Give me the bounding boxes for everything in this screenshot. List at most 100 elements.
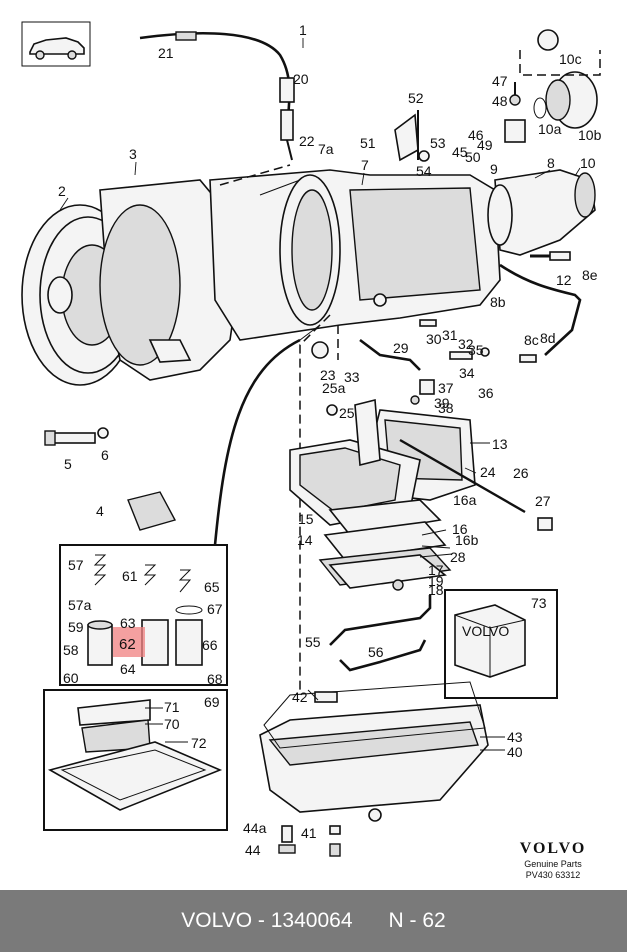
part-label-32: 32 [458, 336, 474, 352]
part-label-33: 33 [344, 369, 360, 385]
manual-lever [311, 338, 421, 467]
part-label-50: 50 [465, 149, 481, 165]
rod-end [537, 517, 553, 531]
part-label-68: 68 [207, 671, 223, 687]
part-label-69: 69 [204, 694, 220, 710]
part-label-9: 9 [490, 161, 498, 177]
kit-box-logo: VOLVO [462, 623, 509, 639]
leader-lines [59, 38, 581, 751]
transmission-case [209, 169, 501, 341]
part-label-61: 61 [122, 568, 138, 584]
part-label-28: 28 [450, 549, 466, 565]
selector-bracket [394, 110, 430, 162]
part-label-36: 36 [478, 385, 494, 401]
part-label-1: 1 [299, 22, 307, 38]
part-label-52: 52 [408, 90, 424, 106]
part-label-2: 2 [58, 183, 66, 199]
part-label-8c: 8c [524, 332, 539, 348]
publication-number: 63312 [555, 870, 581, 880]
brand-subtitle: Genuine Parts [524, 859, 582, 869]
extension-housing [487, 169, 596, 256]
part-label-10: 10 [580, 155, 596, 171]
part-label-10b: 10b [578, 127, 602, 143]
publication-code: PV430 63312 [498, 870, 608, 880]
part-label-66: 66 [202, 637, 218, 653]
converter-housing [99, 179, 241, 381]
part-label-55: 55 [305, 634, 321, 650]
part-label-54: 54 [416, 163, 432, 179]
footer-position-ref: N - 62 [388, 909, 446, 932]
part-label-30: 30 [426, 331, 442, 347]
part-label-5: 5 [64, 456, 72, 472]
manual-valve-rod [399, 438, 526, 514]
part-label-37: 37 [438, 380, 454, 396]
part-label-45: 45 [452, 144, 468, 160]
part-label-7: 7 [361, 157, 369, 173]
part-label-49: 49 [477, 137, 493, 153]
part-label-15: 15 [298, 511, 314, 527]
part-label-51: 51 [360, 135, 376, 151]
part-label-27: 27 [535, 493, 551, 509]
part-label-3: 3 [129, 146, 137, 162]
part-label-16: 16 [452, 521, 468, 537]
part-label-46: 46 [468, 127, 484, 143]
oil-pan [259, 681, 489, 822]
part-label-10c: 10c [559, 51, 582, 67]
part-label-10a: 10a [538, 121, 562, 137]
part-label-65: 65 [204, 579, 220, 595]
part-label-48: 48 [492, 93, 508, 109]
filler-tube [213, 338, 301, 546]
part-label-41: 41 [301, 825, 317, 841]
part-label-26: 26 [513, 465, 529, 481]
part-label-16b: 16b [455, 532, 479, 548]
accumulator-inset [59, 544, 228, 686]
part-label-25: 25 [339, 405, 355, 421]
part-label-44: 44 [245, 842, 261, 858]
part-label-24: 24 [480, 464, 496, 480]
drain-bolts [278, 825, 341, 857]
part-label-23: 23 [320, 367, 336, 383]
part-label-67: 67 [207, 601, 223, 617]
part-label-40: 40 [507, 744, 523, 760]
output-flange [519, 29, 601, 129]
inspection-cover [127, 491, 177, 531]
part-label-25a: 25a [322, 380, 346, 396]
cooler-line [499, 263, 582, 356]
part-label-14: 14 [297, 532, 313, 548]
part-label-34: 34 [459, 365, 475, 381]
part-label-57: 57 [68, 557, 84, 573]
part-label-13: 13 [492, 436, 508, 452]
part-label-8e: 8e [582, 267, 598, 283]
highlighted-part-marker [113, 627, 145, 657]
brand-block: VOLVO Genuine Parts PV430 63312 [498, 840, 608, 880]
part-label-57a: 57a [68, 597, 92, 613]
repair-kit-inset: VOLVO [444, 589, 558, 699]
part-label-44a: 44a [243, 820, 267, 836]
part-label-56: 56 [368, 644, 384, 660]
part-label-12: 12 [556, 272, 572, 288]
publication-prefix: PV430 [525, 870, 553, 880]
exploded-parts-diagram: VOLVO 1 2 3 4 5 6 7 7a 8 8b 8c 8d 8e 9 1… [21, 21, 602, 858]
oil-strainer [328, 554, 447, 591]
footer-bar: VOLVO - 1340064 N - 62 [0, 890, 627, 952]
oil-tubes [329, 595, 432, 672]
part-label-62: 62 [119, 636, 136, 653]
part-label-64: 64 [120, 661, 136, 677]
part-label-60: 60 [63, 670, 79, 686]
part-label-17: 17 [428, 562, 444, 578]
part-label-59: 59 [68, 619, 84, 635]
pan-gasket-inset [43, 689, 228, 831]
part-label-8d: 8d [540, 330, 556, 346]
bolt [530, 251, 571, 261]
footer-caption: VOLVO - 1340064 [181, 909, 353, 932]
part-label-18: 18 [428, 582, 444, 598]
part-label-39: 39 [434, 395, 450, 411]
part-label-22: 22 [299, 133, 315, 149]
brand-logo: VOLVO [519, 840, 587, 857]
part-label-8: 8 [547, 155, 555, 171]
part-label-63: 63 [120, 615, 136, 631]
part-label-8b: 8b [490, 294, 506, 310]
part-label-29: 29 [393, 340, 409, 356]
part-label-21: 21 [158, 45, 174, 61]
part-label-35: 35 [468, 342, 484, 358]
